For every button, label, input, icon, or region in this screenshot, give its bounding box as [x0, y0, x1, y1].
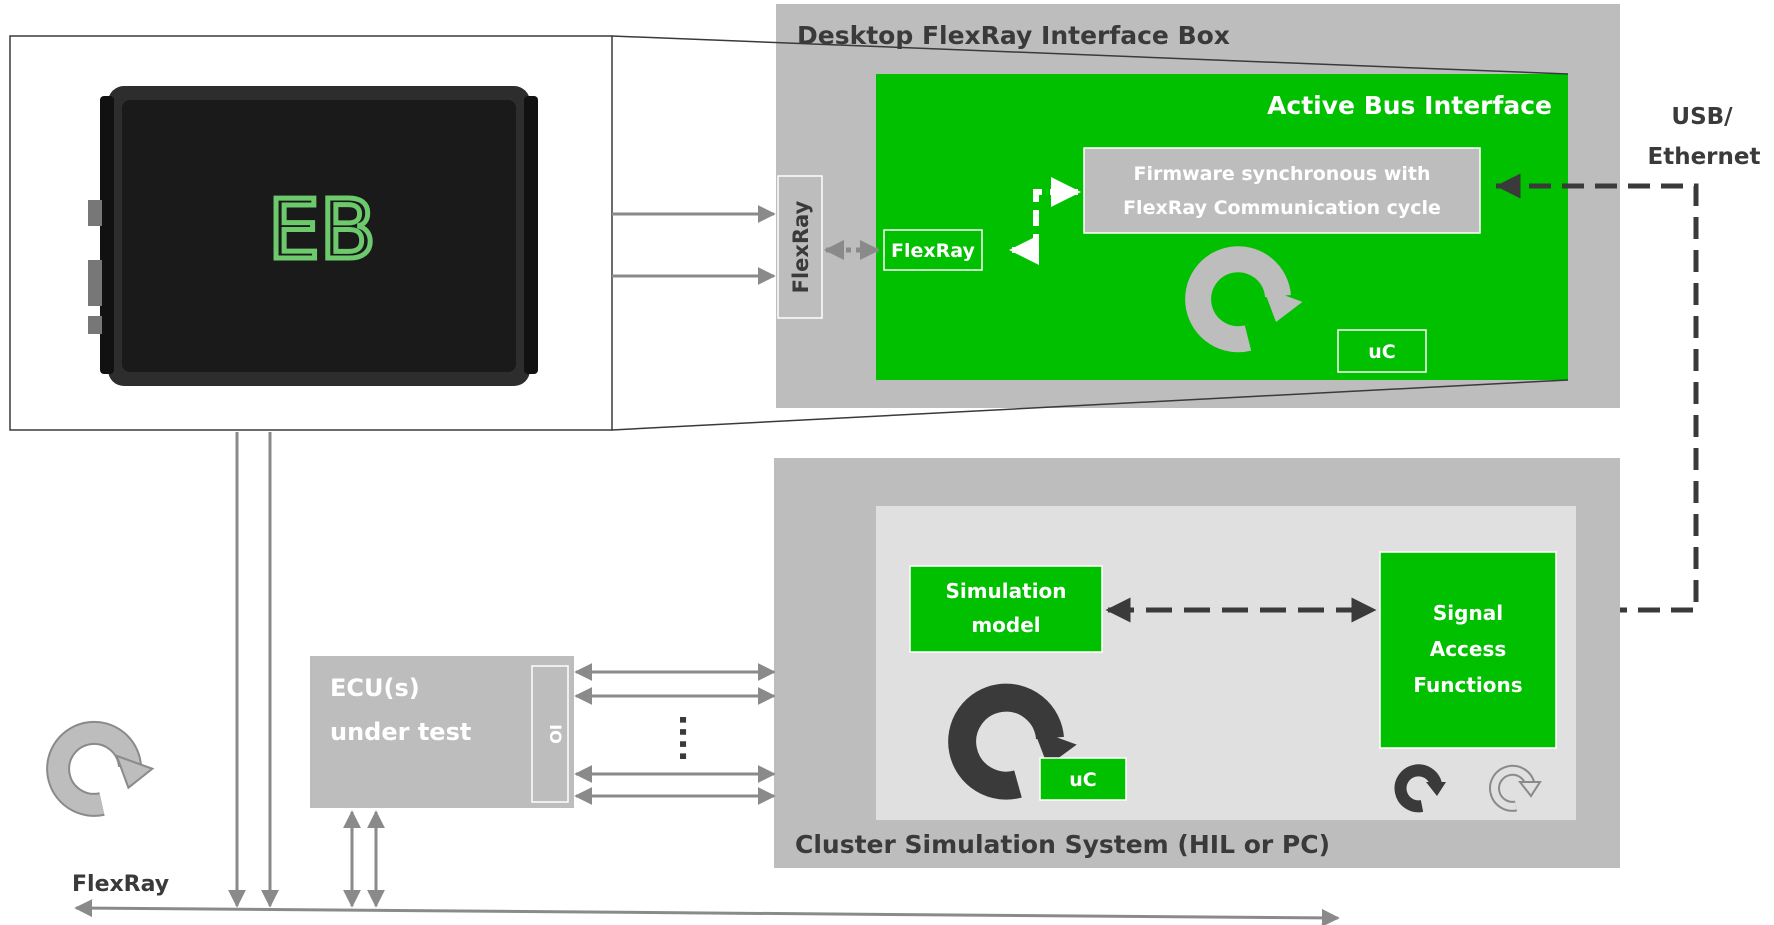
- simulation-model-line2: model: [971, 613, 1040, 637]
- usb-label-line1: USB/: [1671, 104, 1733, 130]
- zoom-line-top: [611, 35, 1569, 75]
- signal-line3: Functions: [1413, 673, 1522, 697]
- cycle-icon-gray-small: [1489, 764, 1542, 812]
- interface-box: Desktop FlexRay Interface Box Active Bus…: [776, 4, 1620, 408]
- usb-ethernet-link: [1496, 183, 1699, 613]
- simulation-model-line1: Simulation: [945, 579, 1066, 603]
- inner-flexray-label: FlexRay: [891, 240, 976, 262]
- device-logo: EB: [268, 183, 376, 278]
- cycle-icon-dark-large: [948, 683, 1077, 800]
- firmware-line1: Firmware synchronous with: [1133, 163, 1430, 185]
- side-flexray-label: FlexRay: [789, 200, 813, 293]
- firmware-flexray-link: [1009, 177, 1081, 265]
- ecu-under-test: ECU(s) under test IO: [310, 656, 574, 808]
- active-bus-interface-title: Active Bus Interface: [1267, 91, 1552, 120]
- signal-line2: Access: [1430, 637, 1507, 661]
- cycle-icon-gray-large: [1185, 246, 1303, 353]
- firmware-line2: FlexRay Communication cycle: [1123, 197, 1441, 219]
- ecu-line2: under test: [330, 718, 471, 746]
- flexray-bus: [74, 899, 1340, 925]
- cluster-title: Cluster Simulation System (HIL or PC): [795, 830, 1330, 859]
- cluster-simulation-system: Cluster Simulation System (HIL or PC) Si…: [774, 458, 1620, 868]
- ecu-line1: ECU(s): [330, 674, 420, 702]
- signal-access-functions-box: [1379, 551, 1557, 749]
- ecu-link-ellipsis: ....: [672, 714, 710, 763]
- signal-line1: Signal: [1433, 601, 1503, 625]
- side-flexray-connector: [777, 175, 823, 319]
- io-label: IO: [546, 724, 565, 744]
- usb-label-line2: Ethernet: [1648, 144, 1761, 170]
- device-top-panel: [122, 100, 516, 372]
- io-block: [531, 665, 569, 803]
- cycle-icon-dark-small: [1394, 764, 1446, 813]
- ecu-box: [310, 656, 574, 808]
- cycle-icon-bus: [46, 720, 155, 817]
- device-photo: EB: [9, 35, 613, 431]
- interface-box-title: Desktop FlexRay Interface Box: [797, 21, 1230, 50]
- zoom-line-bottom: [611, 379, 1569, 431]
- firmware-box: [1083, 147, 1481, 234]
- uc-box-cluster: [1039, 757, 1127, 801]
- uc-label-interface: uC: [1368, 341, 1395, 363]
- uc-label-cluster: uC: [1069, 769, 1096, 791]
- uc-box-interface: [1337, 329, 1427, 373]
- simulation-model-box: [909, 565, 1103, 653]
- inner-flexray-box: [883, 229, 983, 271]
- flexray-bus-label: FlexRay: [72, 872, 169, 897]
